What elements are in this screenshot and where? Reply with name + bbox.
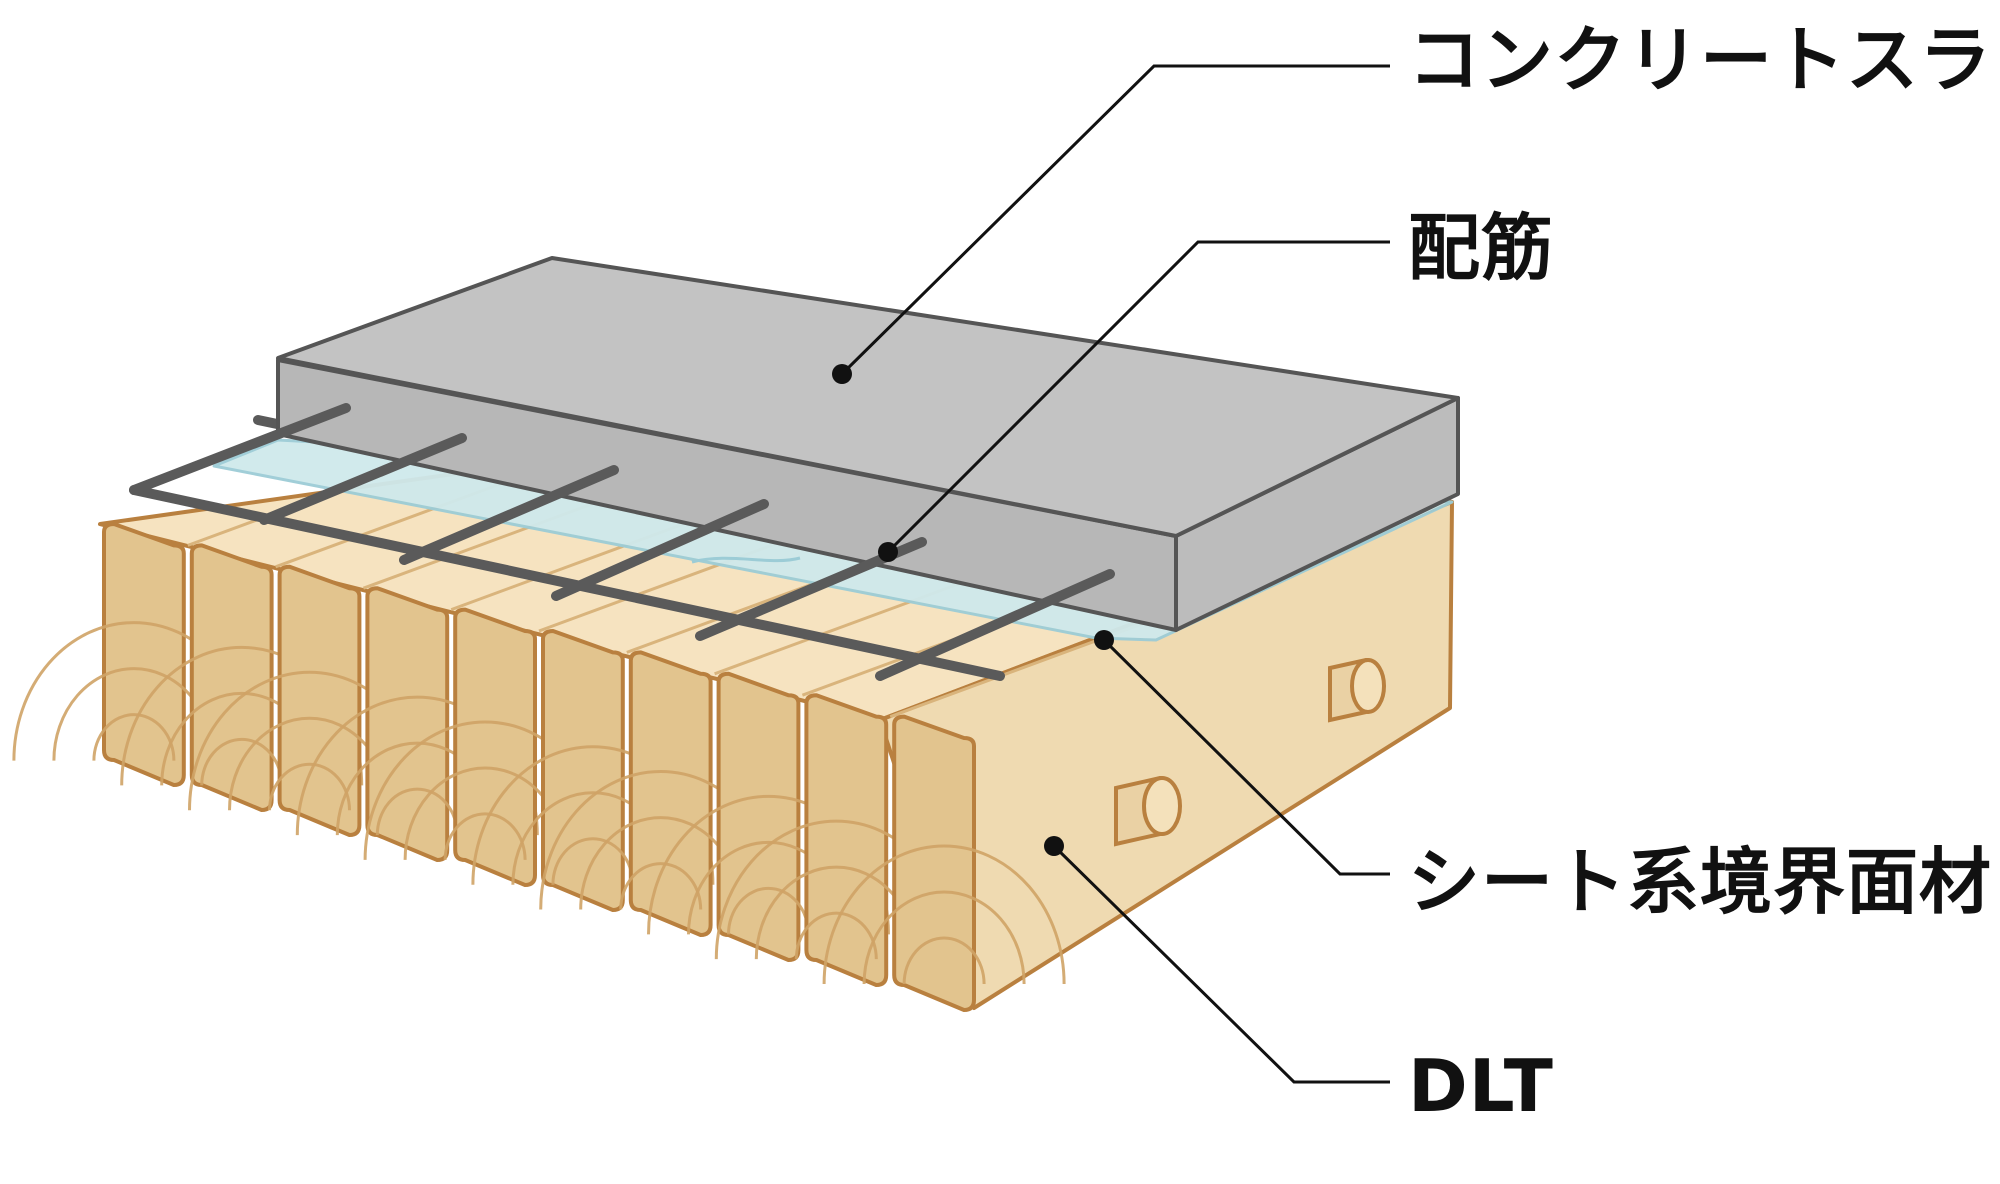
leader-line-sheet	[1102, 638, 1390, 876]
dowel-pins	[1114, 657, 1386, 847]
growth-ring	[92, 713, 176, 761]
leader-dot-sheet	[1094, 630, 1114, 650]
rebar-bar	[129, 403, 351, 495]
growth-ring	[619, 862, 703, 910]
rebar-bar	[399, 465, 619, 565]
label-dlt: DLT	[1408, 1044, 1554, 1128]
leader-dot-concrete	[832, 364, 852, 384]
label-sheet-interface: シート系境界面材	[1408, 840, 1993, 924]
sheet-wrinkle	[691, 556, 801, 564]
growth-ring	[268, 762, 351, 811]
leader-lines	[840, 64, 1390, 1084]
lamella-end	[102, 522, 186, 787]
leader-line-concrete	[840, 64, 1390, 376]
rebar-bar	[259, 433, 467, 525]
leader-line-rebar	[886, 240, 1390, 554]
growth-ring	[794, 911, 878, 960]
rebar-bar	[551, 499, 769, 601]
leader-dot-rebar	[878, 542, 898, 562]
growth-ring	[443, 812, 527, 860]
growth-ring	[902, 936, 986, 984]
leader-dot-dlt	[1044, 836, 1064, 856]
leader-dots	[832, 364, 1114, 856]
lamella-end	[892, 714, 976, 1012]
dowel-pin	[1328, 657, 1386, 723]
lamella-end	[804, 693, 889, 987]
label-rebar: 配筋	[1408, 206, 1555, 290]
label-concrete-slab: コンクリートスラブ	[1408, 18, 2000, 102]
dowel-pin	[1114, 775, 1182, 847]
lamella-end	[277, 564, 362, 837]
rebar-bar	[875, 569, 1115, 681]
leader-line-dlt	[1052, 844, 1390, 1084]
concrete-slab-top	[276, 256, 1460, 538]
growth-ring	[862, 890, 1026, 984]
concrete-slab	[276, 256, 1460, 632]
dlt-lamella-ends	[12, 522, 1066, 1012]
rebar-bar	[129, 485, 1005, 681]
growth-ring	[822, 844, 1066, 984]
